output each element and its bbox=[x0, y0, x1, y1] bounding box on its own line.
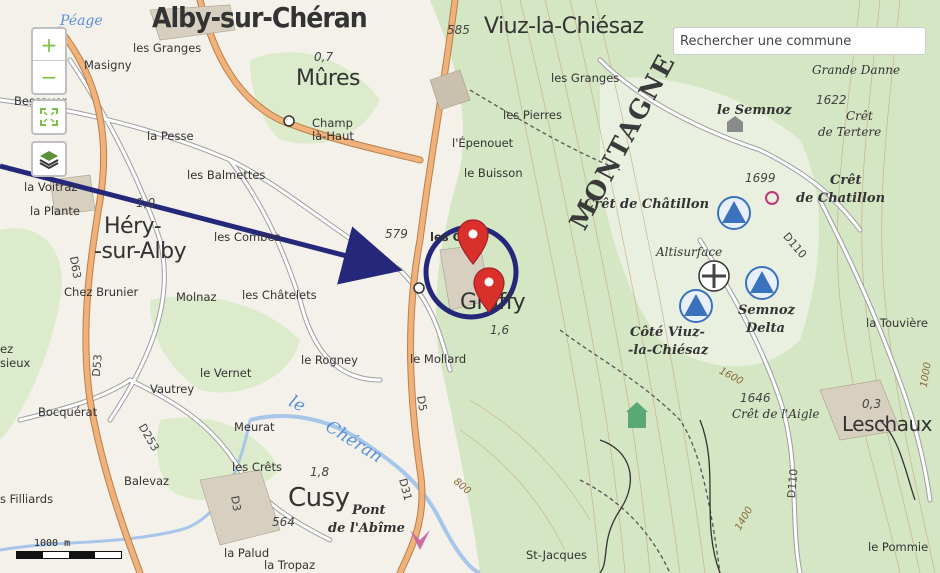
layers-button[interactable] bbox=[31, 141, 67, 177]
zoom-control: + − bbox=[31, 27, 67, 95]
label-bocquerat: Bocquérat bbox=[38, 405, 98, 419]
layers-icon bbox=[39, 151, 59, 170]
label-road-d63: D63 bbox=[66, 255, 84, 280]
label-la-voitraz: la Voitraz bbox=[24, 180, 78, 194]
label-molnaz: Molnaz bbox=[176, 290, 217, 304]
label-cret-tertre-1: Crêt bbox=[846, 109, 873, 123]
label-alt-1646: 1646 bbox=[740, 391, 771, 405]
label-la-palud: la Palud bbox=[224, 546, 270, 560]
label-cret-chatillon-e-1: Crêt bbox=[830, 173, 862, 188]
label-alt-585: 585 bbox=[447, 23, 470, 37]
label-les-chatelets: les Châtelets bbox=[242, 288, 317, 302]
label-balevaz: Balevaz bbox=[124, 474, 170, 488]
label-le-mollard: le Mollard bbox=[410, 352, 467, 366]
label-sieux: sieux bbox=[0, 356, 31, 370]
label-cusy: Cusy bbox=[288, 483, 350, 513]
label-les-filliards: s Filliards bbox=[0, 492, 54, 506]
label-masigny: Masigny bbox=[84, 58, 132, 72]
label-le-semnoz: le Semnoz bbox=[717, 103, 792, 118]
label-epenouet: l'Épenouet bbox=[452, 136, 514, 150]
label-road-d110-b: D110 bbox=[784, 468, 801, 499]
label-alt-1622: 1622 bbox=[816, 93, 847, 107]
label-champ: Champ bbox=[312, 116, 353, 130]
label-hery-2: -sur-Alby bbox=[94, 239, 187, 264]
label-le-rogney: le Rogney bbox=[301, 353, 358, 367]
label-chez-brunier: Chez Brunier bbox=[64, 285, 139, 299]
label-dist-18: 1,8 bbox=[310, 465, 330, 479]
label-grande-danne: Grande Danne bbox=[812, 63, 901, 77]
label-meurat: Meurat bbox=[234, 420, 275, 434]
label-mures: Mûres bbox=[296, 66, 360, 91]
label-alt-1699: 1699 bbox=[745, 171, 776, 185]
scale-graphic bbox=[16, 551, 122, 559]
label-road-d5: D5 bbox=[413, 394, 430, 413]
search-commune-input[interactable] bbox=[673, 27, 926, 55]
label-road-d53: D53 bbox=[89, 353, 105, 378]
marker-1[interactable] bbox=[456, 219, 490, 265]
label-altisurface: Altisurface bbox=[656, 245, 723, 259]
label-pont: Pont bbox=[352, 503, 386, 518]
label-les-crets: les Crêts bbox=[232, 460, 282, 474]
label-cret-aigle: Crêt de l'Aigle bbox=[732, 407, 820, 421]
label-road-d3: D3 bbox=[227, 494, 244, 513]
label-rez: ez bbox=[0, 342, 14, 356]
label-la-tropaz: la Tropaz bbox=[264, 558, 316, 572]
label-la-plante: la Plante bbox=[30, 204, 80, 218]
label-la-pesse: la Pesse bbox=[147, 129, 194, 143]
label-peage: Péage bbox=[60, 13, 103, 29]
fullscreen-icon bbox=[40, 108, 58, 126]
label-cret-tertre-2: de Tertere bbox=[818, 125, 882, 139]
label-dist-07: 0,7 bbox=[314, 50, 334, 64]
label-les-granges-ne: les Granges bbox=[551, 71, 620, 85]
label-st-jacques: St-Jacques bbox=[526, 548, 588, 562]
scale-bar: 1000 m bbox=[16, 538, 122, 559]
label-alby-sur-cheran: Alby-sur-Chéran bbox=[152, 1, 368, 34]
label-les-combes: les Combes bbox=[214, 230, 281, 244]
label-dist-16: 1,6 bbox=[490, 323, 510, 337]
fullscreen-button[interactable] bbox=[31, 99, 67, 135]
label-cret-chatillon-e-2: de Chatillon bbox=[796, 191, 886, 206]
label-cret-chatillon-w: Crêt de Châtillon bbox=[584, 197, 710, 212]
label-dist-10: 1,0 bbox=[136, 196, 156, 210]
zoom-in-button[interactable]: + bbox=[40, 32, 58, 57]
label-le-vernet: le Vernet bbox=[200, 366, 252, 380]
label-semnoz-delta-2: Delta bbox=[746, 321, 785, 336]
label-alt-564: 564 bbox=[272, 515, 295, 529]
mountain-hut-symbols bbox=[283, 115, 779, 428]
scale-label: 1000 m bbox=[34, 538, 71, 549]
label-de-l-abime: de l'Abîme bbox=[328, 521, 405, 536]
label-le-pommier: le Pommie bbox=[868, 540, 929, 554]
label-les-granges-nw: les Granges bbox=[133, 41, 202, 55]
zoom-out-button[interactable]: − bbox=[33, 60, 65, 92]
label-semnoz-delta-1: Semnoz bbox=[738, 303, 795, 318]
marker-2[interactable] bbox=[472, 267, 506, 313]
label-leschaux: Leschaux bbox=[842, 412, 932, 436]
label-hery-1: Héry- bbox=[104, 214, 162, 239]
label-viuz-la-chiesaz: Viuz-la-Chiésaz bbox=[484, 14, 644, 39]
label-cote-viuz-2: -la-Chiésaz bbox=[628, 343, 709, 358]
label-la-touviere: la Touvière bbox=[866, 316, 928, 330]
label-la-haut: là-Haut bbox=[312, 129, 354, 143]
label-les-pierres: les Pierres bbox=[503, 108, 562, 122]
label-le-buisson: le Buisson bbox=[464, 166, 523, 180]
label-les-balmettes: les Balmettes bbox=[187, 168, 266, 182]
label-vautrey: Vautrey bbox=[150, 382, 195, 396]
label-cote-viuz-1: Côté Viuz- bbox=[630, 325, 705, 340]
label-dist-03: 0,3 bbox=[862, 397, 882, 411]
label-alt-579: 579 bbox=[385, 227, 408, 241]
